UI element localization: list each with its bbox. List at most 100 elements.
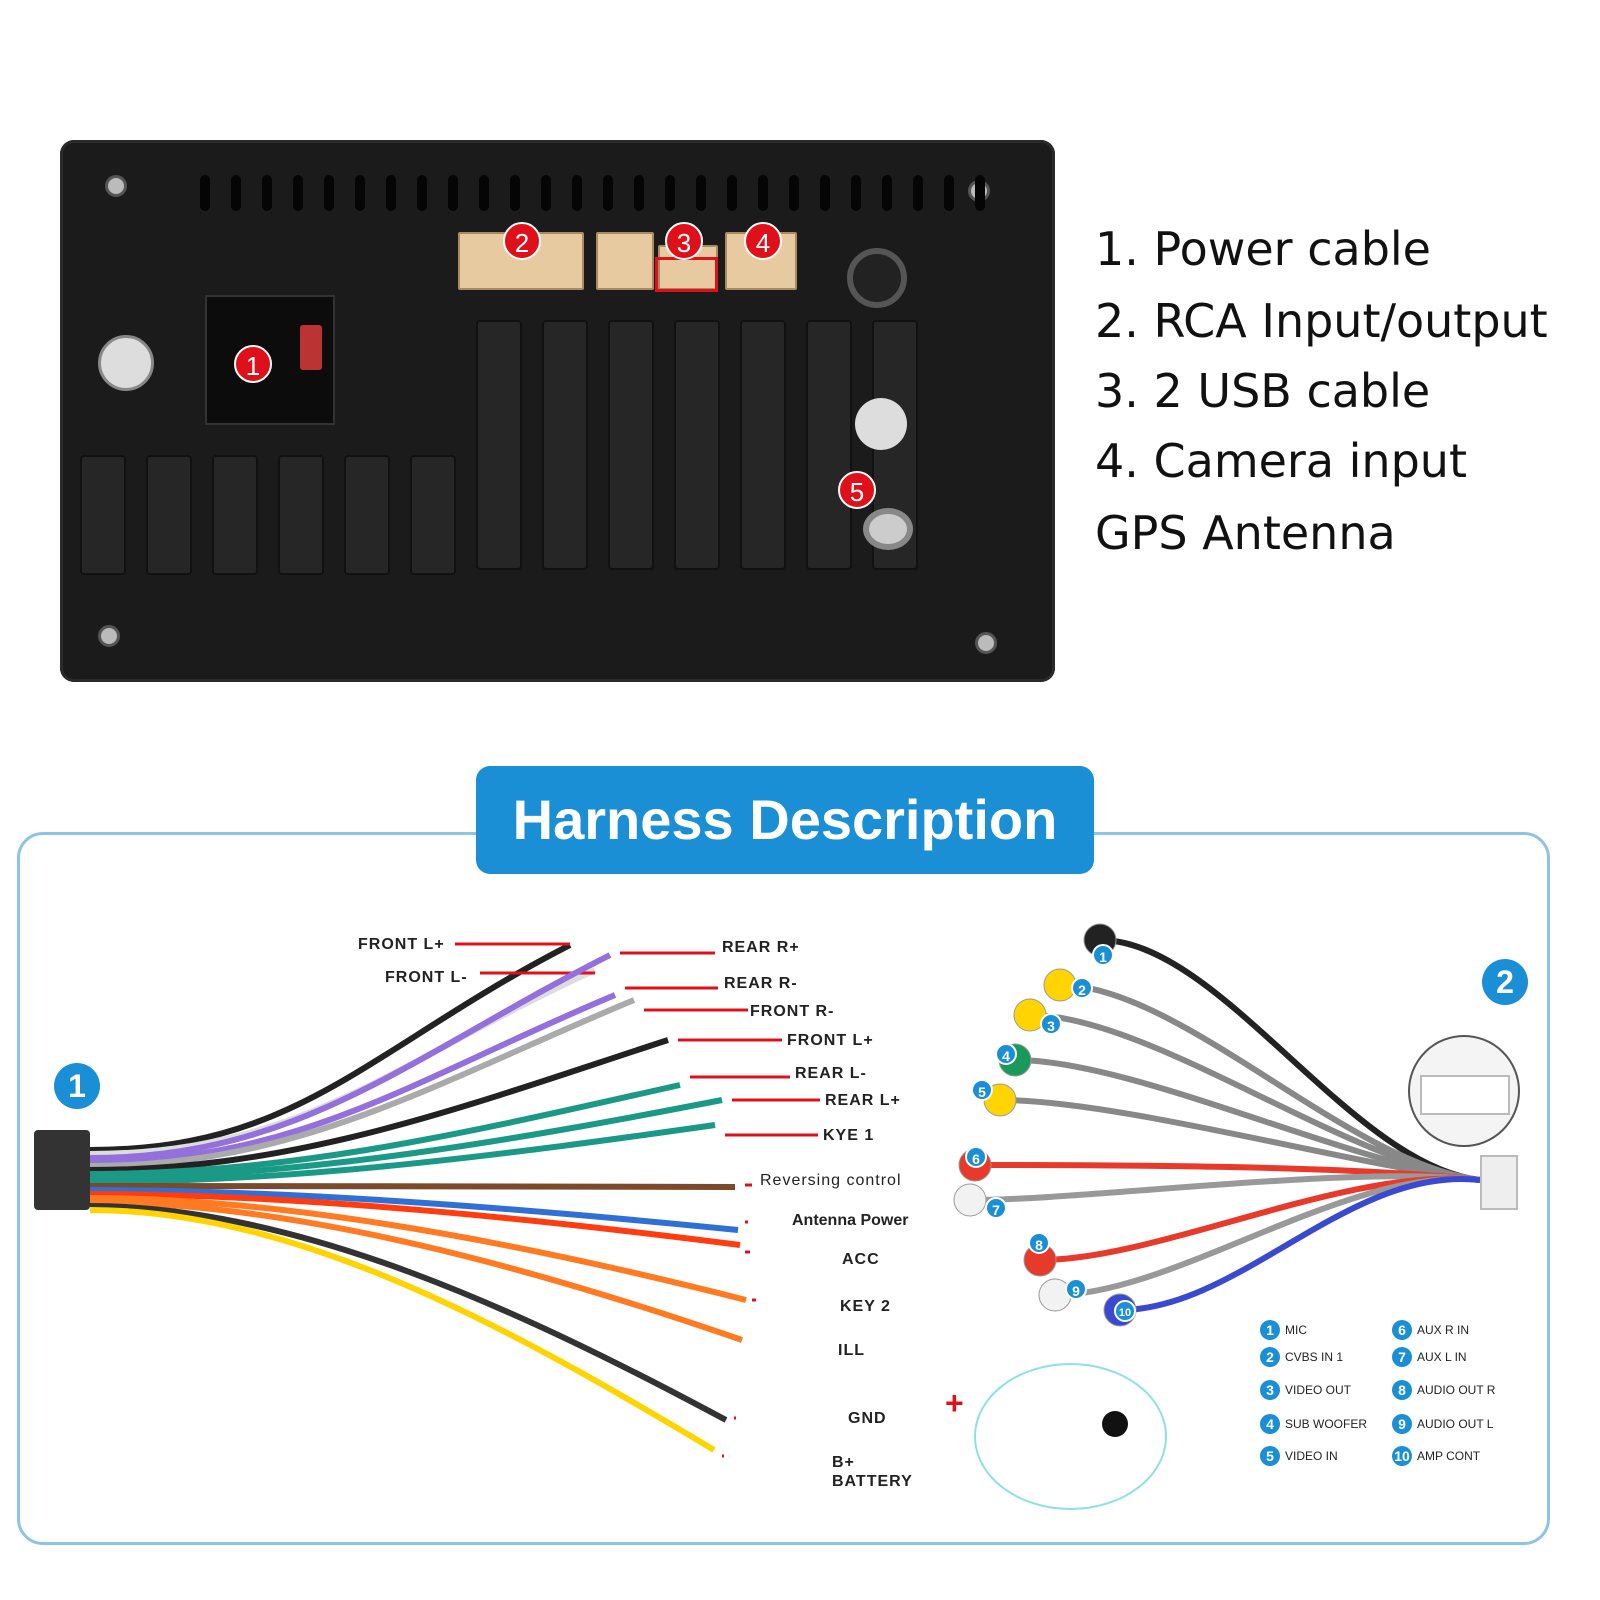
vent-slot (293, 175, 303, 211)
vent-slot (200, 175, 210, 211)
rca-number: 10 (1114, 1300, 1136, 1322)
connector-plug (1420, 1075, 1510, 1115)
rib (740, 320, 786, 570)
spec-power-cable: 1. Power cable (1095, 222, 1431, 276)
badge-power: 1 (234, 345, 272, 383)
legend-label: SUB WOOFER (1285, 1417, 1368, 1431)
wire (89, 1037, 669, 1173)
wire-label: ILL (838, 1342, 865, 1359)
rca-cable (999, 1097, 1481, 1183)
vent-slot (572, 175, 582, 211)
wire (89, 992, 617, 1165)
spec-rca: 2. RCA Input/output (1095, 294, 1548, 348)
legend-label: VIDEO OUT (1285, 1383, 1352, 1397)
wire-label: BATTERY (832, 1473, 913, 1490)
legend-label: AUDIO OUT L (1417, 1417, 1494, 1431)
rca-number: 9 (1065, 1278, 1087, 1300)
legend-number: 9 (1392, 1414, 1412, 1434)
vent-slot (448, 175, 458, 211)
rib (476, 320, 522, 570)
vent-slot (696, 175, 706, 211)
wire-label: REAR R- (724, 975, 798, 992)
vent-slot (386, 175, 396, 211)
rib (344, 455, 390, 575)
connector-detail (1408, 1035, 1520, 1147)
rib (674, 320, 720, 570)
badge-camera: 4 (744, 222, 782, 260)
rib (278, 455, 324, 575)
usb-connector (596, 232, 654, 290)
wire-label: B+ (832, 1454, 855, 1471)
fuse (300, 325, 322, 370)
legend-label: AUX L IN (1417, 1350, 1467, 1364)
section-number-2: 2 (1482, 959, 1528, 1005)
vent-slot (882, 175, 892, 211)
wire (89, 1122, 716, 1185)
section-number-1: 1 (54, 1063, 100, 1109)
rib (608, 320, 654, 570)
legend-item: 9 AUDIO OUT L (1392, 1414, 1493, 1434)
rca-number: 8 (1028, 1232, 1050, 1254)
legend-label: VIDEO IN (1285, 1449, 1338, 1463)
rib (212, 455, 258, 575)
rca-cable (1054, 1175, 1481, 1298)
wire (89, 1187, 739, 1233)
harness-title: Harness Description (476, 766, 1094, 874)
gps-port (863, 508, 913, 550)
hole (855, 398, 907, 450)
legend-item: 5 VIDEO IN (1260, 1446, 1338, 1466)
wire (89, 1195, 747, 1303)
vent-slot (975, 175, 985, 211)
wire-label: FRONT L- (385, 969, 468, 986)
legend-number: 5 (1260, 1446, 1280, 1466)
legend-number: 7 (1392, 1347, 1412, 1367)
legend-item: 7 AUX L IN (1392, 1347, 1467, 1367)
rca-number: 7 (985, 1197, 1007, 1219)
legend-number: 6 (1392, 1320, 1412, 1340)
ce-mark (98, 335, 154, 391)
vent-slot (913, 175, 923, 211)
vent-slot (417, 175, 427, 211)
screw-icon (105, 175, 127, 197)
wire-label: KEY 2 (840, 1298, 891, 1315)
wire (89, 942, 572, 1153)
microphone-icon (1102, 1411, 1128, 1437)
wire-label: REAR L+ (825, 1092, 901, 1109)
wire-label: REAR R+ (722, 939, 800, 956)
vent-slot (634, 175, 644, 211)
wire (89, 1082, 681, 1177)
wire (89, 1207, 716, 1453)
legend-number: 4 (1260, 1414, 1280, 1434)
wire-label: REAR L- (795, 1065, 867, 1082)
wire (89, 1097, 723, 1181)
badge-gps: 5 (838, 471, 876, 509)
vent-slot (727, 175, 737, 211)
rca-plug (953, 1183, 987, 1217)
wire (89, 1183, 736, 1190)
vent-slot (262, 175, 272, 211)
rib (146, 455, 192, 575)
legend-number: 1 (1260, 1320, 1280, 1340)
rca-number: 1 (1092, 944, 1114, 966)
vent-slot (231, 175, 241, 211)
vent-slot (603, 175, 613, 211)
legend-number: 10 (1392, 1446, 1412, 1466)
legend-label: AUX R IN (1417, 1323, 1470, 1337)
badge-usb: 3 (665, 222, 703, 260)
rca-number: 3 (1040, 1013, 1062, 1035)
harness-connector (34, 1130, 90, 1210)
vent-slot (510, 175, 520, 211)
spec-camera: 4. Camera input (1095, 434, 1467, 488)
vent-slot (665, 175, 675, 211)
rca-cable (1119, 1175, 1481, 1313)
rca-harness-plug (1480, 1155, 1518, 1210)
wire (89, 952, 612, 1161)
legend-label: CVBS IN 1 (1285, 1350, 1344, 1364)
legend-item: 4 SUB WOOFER (1260, 1414, 1367, 1434)
wire (89, 1199, 743, 1343)
rca-cable (969, 1173, 1481, 1203)
